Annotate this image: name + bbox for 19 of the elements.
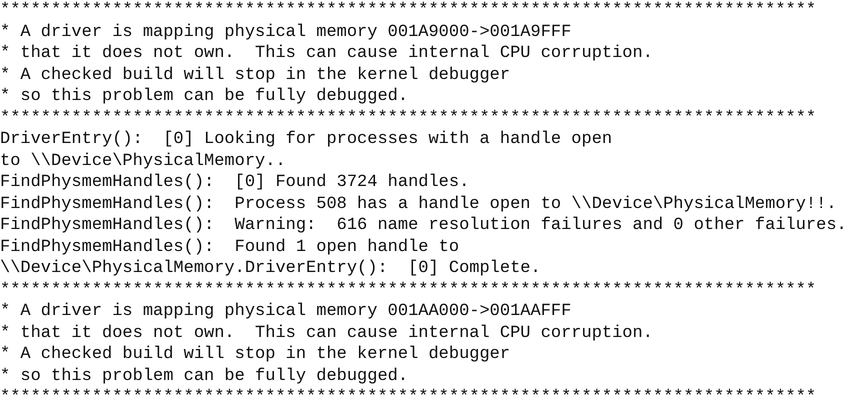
- console-output-line: * A checked build will stop in the kernel debugger: [0, 64, 510, 86]
- console-output-line: to \\Device\PhysicalMemory..: [0, 150, 286, 172]
- console-output-line: * that it does not own. This can cause internal CPU corruption.: [0, 43, 653, 64]
- console-output-line: ********************************************************************************: [0, 280, 816, 301]
- console-output-line: ********************************************************************************: [0, 387, 816, 408]
- console-output-line: * A driver is mapping physical memory 001A9000->001A9FFF: [0, 22, 572, 43]
- console-output-line: DriverEntry(): [0] Looking for processes with a handle open: [0, 129, 612, 150]
- console-output-line: ********************************************************************************: [0, 0, 816, 22]
- console-output-line: FindPhysmemHandles(): Process 508 has a handle open to \\Device\PhysicalMemory!!.: [0, 194, 837, 215]
- console-output-line: * A driver is mapping physical memory 001AA000->001AAFFF: [0, 301, 572, 322]
- console-output-line: FindPhysmemHandles(): Found 1 open handle to: [0, 236, 460, 258]
- console-output-line: * so this problem can be fully debugged.: [0, 86, 408, 108]
- console-output-line: * that it does not own. This can cause internal CPU corruption.: [0, 322, 653, 344]
- console-output-line: * so this problem can be fully debugged.: [0, 366, 408, 387]
- console-output-line: FindPhysmemHandles(): [0] Found 3724 handles.: [0, 172, 470, 194]
- console-output-line: * A checked build will stop in the kernel debugger: [0, 344, 510, 366]
- console-output-line: FindPhysmemHandles(): Warning: 616 name resolution failures and 0 other failures.: [0, 215, 847, 236]
- console-output-line: ********************************************************************************: [0, 108, 816, 129]
- console-output-line: \\Device\PhysicalMemory.DriverEntry(): [0] Complete.: [0, 258, 541, 280]
